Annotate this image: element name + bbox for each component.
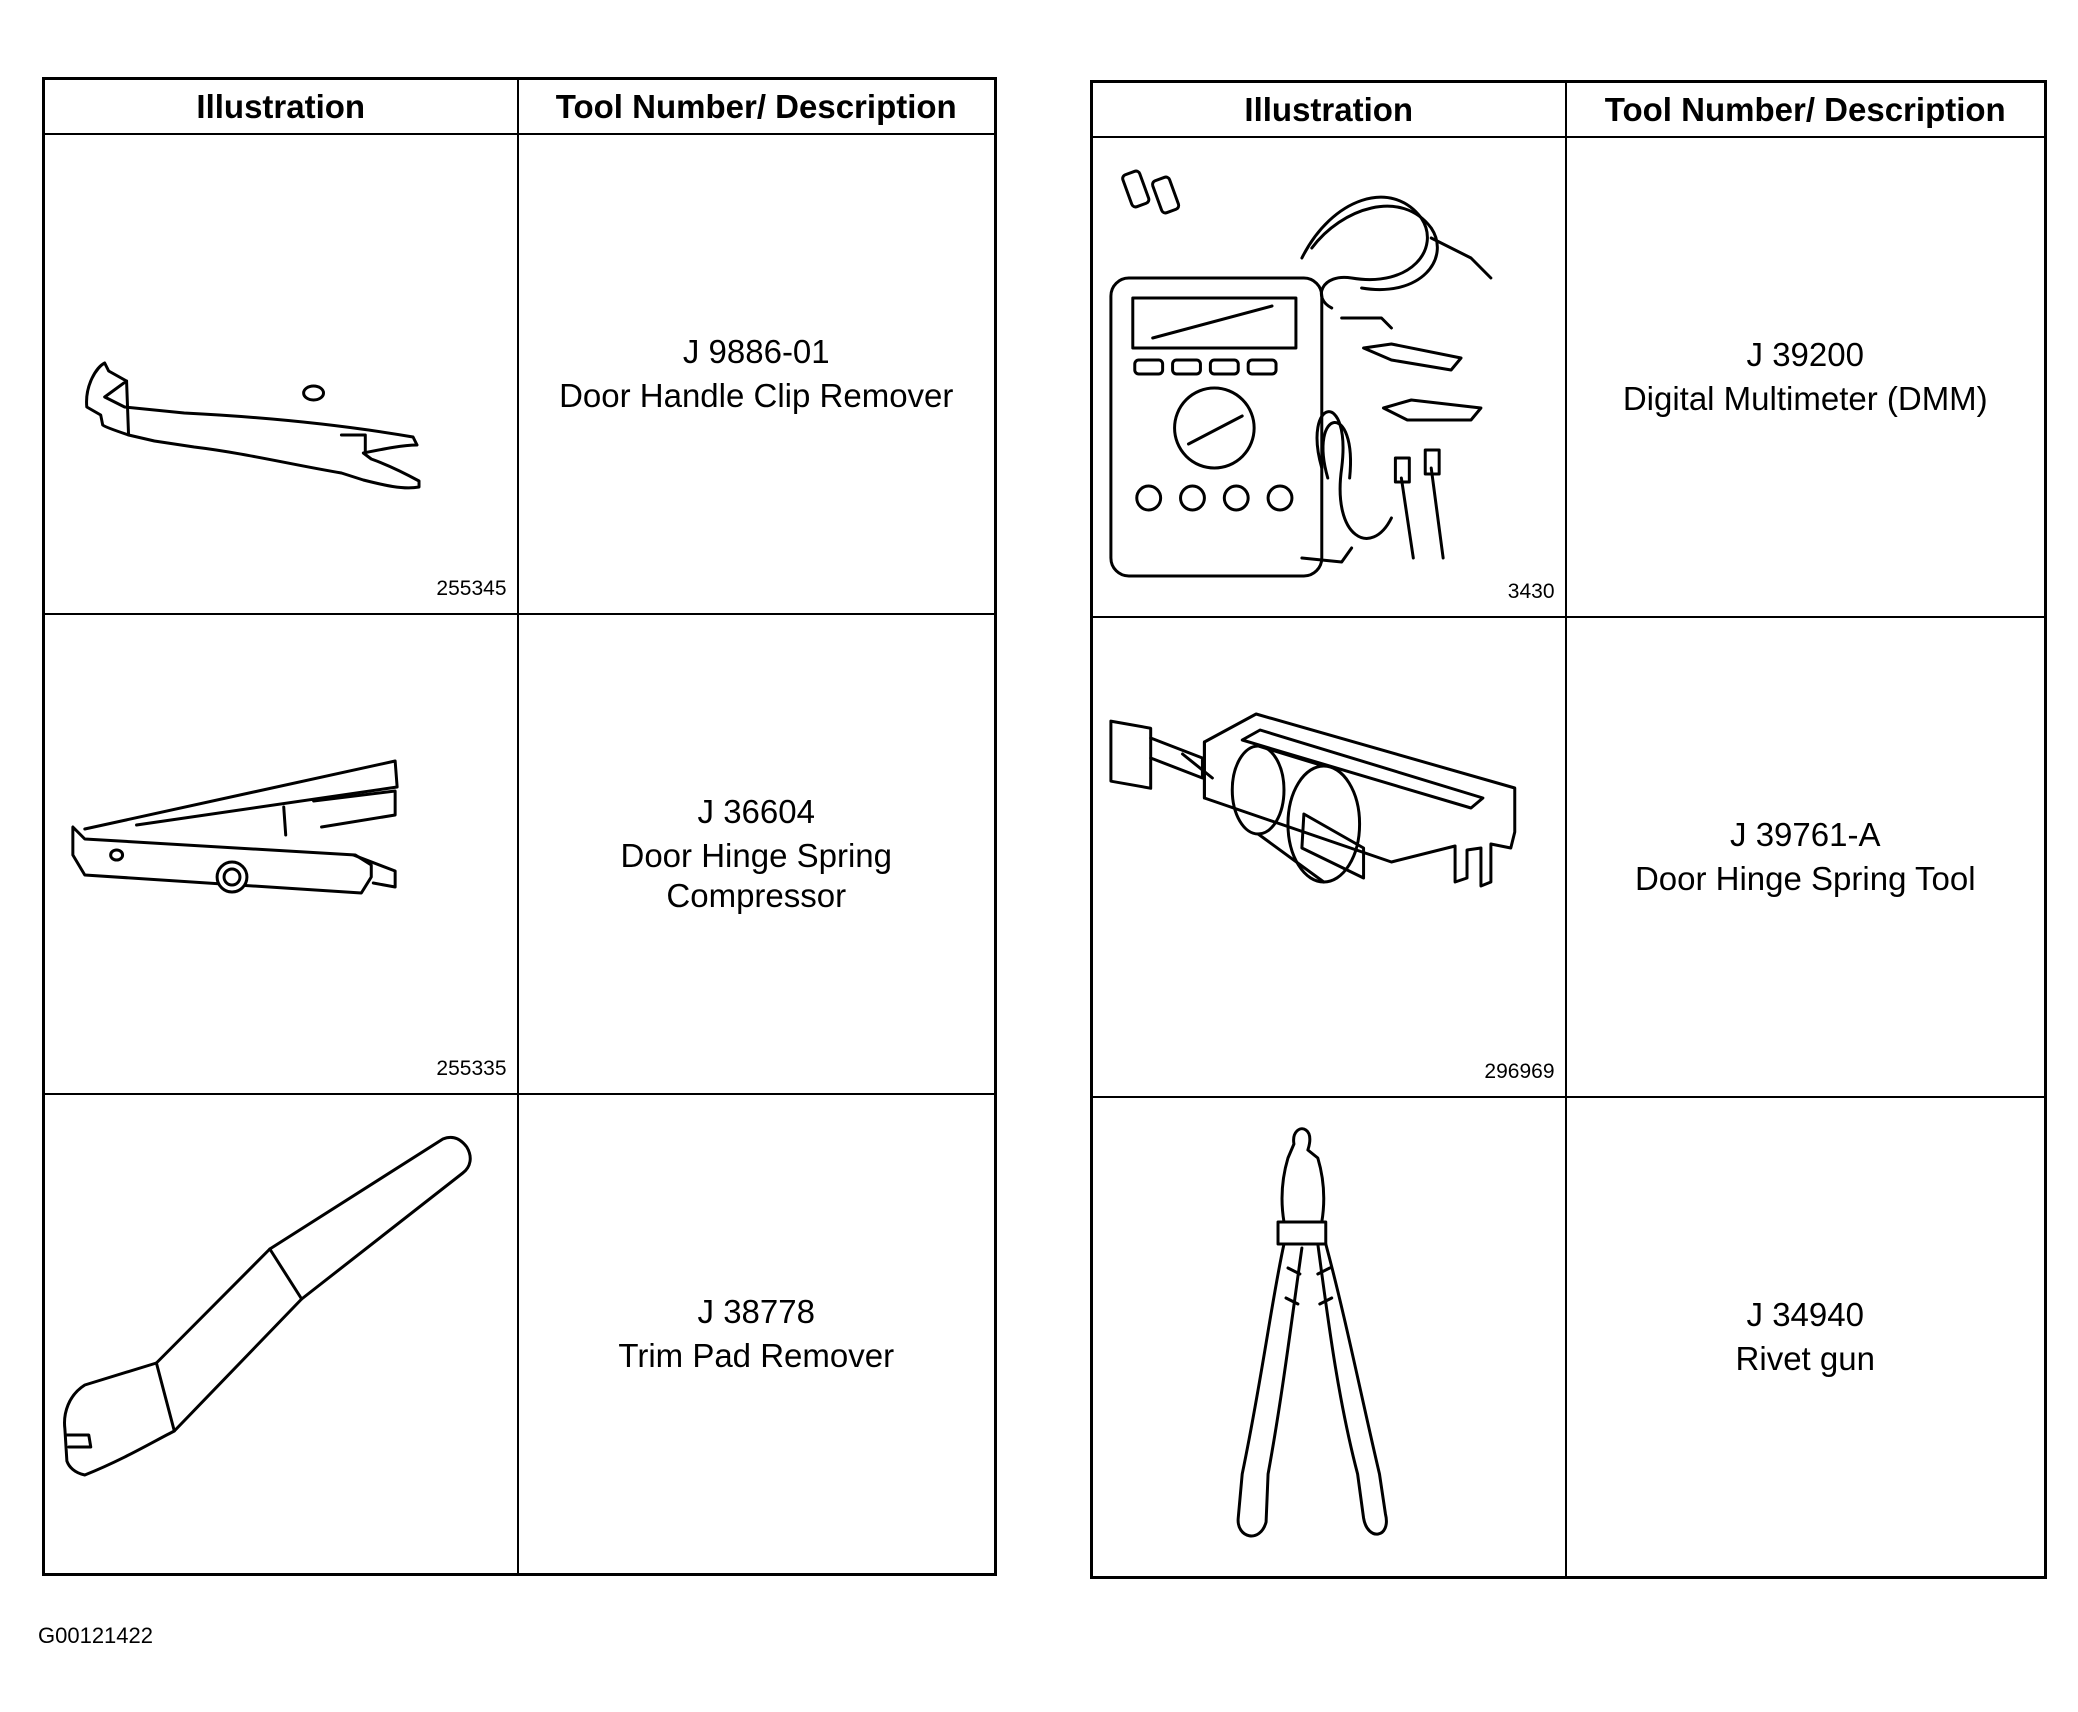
description-cell: J 38778 Trim Pad Remover [516,1093,997,1576]
description-cell: J 39761-A Door Hinge Spring Tool [1564,616,2047,1098]
figure-number: 296969 [1484,1060,1555,1083]
illustration-cell: 3430 [1090,136,1567,618]
tool-description: Digital Multimeter (DMM) [1622,380,1988,417]
description-cell: J 9886-01 Door Handle Clip Remover [516,133,997,615]
description-cell: J 39200 Digital Multimeter (DMM) [1564,136,2047,618]
door-hinge-spring-tool-icon [1109,712,1517,888]
trim-pad-remover-icon [63,1135,472,1477]
description-cell: J 34940 Rivet gun [1564,1096,2047,1579]
tool-description: Door Handle Clip Remover [559,377,954,414]
table-row: 296969 J 39761-A Door Hinge Spring Tool [1090,616,2047,1098]
door-handle-clip-remover-icon [85,361,421,490]
tool-description: Door Hinge Spring Compressor [620,836,892,915]
table-row: J 38778 Trim Pad Remover [42,1093,997,1576]
tool-number: J 39761-A [1730,815,1881,853]
left-tool-table: Illustration Tool Number/ Description 25… [42,77,997,1576]
tool-number: J 9886-01 [682,332,830,370]
description-cell: J 36604 Door Hinge Spring Compressor [516,613,997,1095]
illustration-cell: 255335 [42,613,519,1095]
figure-number: 255335 [436,1057,507,1080]
tool-number: J 38778 [697,1292,815,1330]
illustration-cell: 296969 [1090,616,1567,1098]
rivet-gun-icon [1236,1127,1388,1538]
table-row: 255345 J 9886-01 Door Handle Clip Remove… [42,133,997,615]
table-row: J 34940 Rivet gun [1090,1096,2047,1579]
tool-number: J 36604 [697,792,815,830]
table-header-row: Illustration Tool Number/ Description [42,77,997,135]
right-tool-table: Illustration Tool Number/ Description [1090,80,2047,1579]
illustration-cell [1090,1096,1567,1579]
table-row: 3430 J 39200 Digital Multimeter (DMM) [1090,136,2047,618]
figure-number: 255345 [436,577,507,600]
illustration-cell [42,1093,519,1576]
tool-number: J 34940 [1746,1295,1864,1333]
illustration-header: Illustration [42,77,519,135]
illustration-cell: 255345 [42,133,519,615]
table-row: 255335 J 36604 Door Hinge Spring Compres… [42,613,997,1095]
table-header-row: Illustration Tool Number/ Description [1090,80,2047,138]
tool-description: Trim Pad Remover [618,1337,895,1374]
door-hinge-spring-compressor-icon [71,759,399,895]
tool-description: Rivet gun [1735,1340,1875,1377]
figure-caption: G00121422 [38,1623,153,1648]
description-header: Tool Number/ Description [1564,80,2047,138]
figure-number: 3430 [1507,580,1555,603]
tool-number: J 39200 [1746,335,1864,373]
tool-description: Door Hinge Spring Tool [1634,860,1976,897]
illustration-header: Illustration [1090,80,1567,138]
digital-multimeter-icon [1109,169,1493,578]
description-header: Tool Number/ Description [516,77,997,135]
